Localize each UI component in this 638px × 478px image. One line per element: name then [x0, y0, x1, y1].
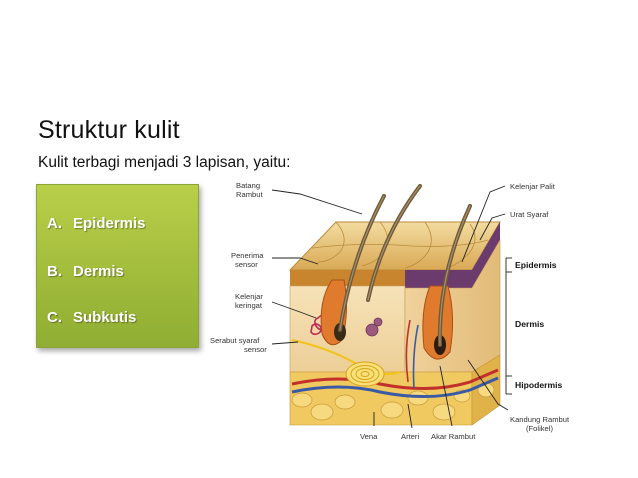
artery-branch [405, 319, 411, 383]
label-serabut-syaraf-1: Serabut syaraf [210, 336, 260, 345]
fat-cells [291, 382, 495, 421]
layer-letter: B. [47, 263, 62, 280]
label-serabut-syaraf-2: sensor [244, 345, 267, 354]
vein-branch [412, 324, 419, 389]
label-kelenjar-keringat-2: keringat [235, 301, 263, 310]
label-kandung-rambut-1: Kandung Rambut [510, 415, 570, 424]
label-hipodermis: Hipodermis [515, 380, 562, 390]
layer-brackets [505, 257, 512, 395]
slide-subtitle: Kulit terbagi menjadi 3 lapisan, yaitu: [38, 154, 291, 171]
label-epidermis: Epidermis [515, 260, 557, 270]
label-batang-rambut-1: Batang [236, 181, 260, 190]
leader-lines [271, 185, 509, 429]
label-akar-rambut: Akar Rambut [431, 432, 476, 441]
label-kelenjar-keringat-1: Kelenjar [235, 292, 263, 301]
layer-name: Epidermis [73, 215, 146, 232]
layer-item-subkutis: C. Subkutis [47, 309, 136, 326]
slide-title: Struktur kulit [38, 116, 180, 144]
layer-name: Subkutis [73, 309, 137, 326]
artery-vessel [291, 368, 499, 390]
label-kelenjar-palit: Kelenjar Palit [510, 182, 556, 191]
layer-name: Dermis [73, 263, 124, 280]
label-batang-rambut-2: Rambut [236, 190, 263, 199]
label-arteri: Arteri [401, 432, 419, 441]
sebaceous-gland [365, 317, 383, 337]
label-penerima-sensor-1: Penerima [231, 251, 264, 260]
vein-vessel [291, 376, 499, 398]
layer-item-epidermis: A. Epidermis [47, 215, 146, 232]
layer-letter: C. [47, 309, 62, 326]
label-vena: Vena [360, 432, 378, 441]
epidermis-side [405, 222, 500, 288]
skin-layers-panel: A. Epidermis B. Dermis C. Subkutis [36, 184, 199, 348]
hair-shafts [338, 184, 472, 347]
hair-follicle-right [422, 285, 454, 360]
label-dermis: Dermis [515, 319, 544, 329]
epidermis-front [290, 270, 405, 286]
layer-letter: A. [47, 215, 62, 232]
label-urat-syaraf: Urat Syaraf [510, 210, 549, 219]
label-penerima-sensor-2: sensor [235, 260, 258, 269]
label-kandung-rambut-2: (Folikel) [526, 424, 553, 433]
lamellar-corpuscle [345, 361, 385, 387]
layer-item-dermis: B. Dermis [47, 263, 124, 280]
